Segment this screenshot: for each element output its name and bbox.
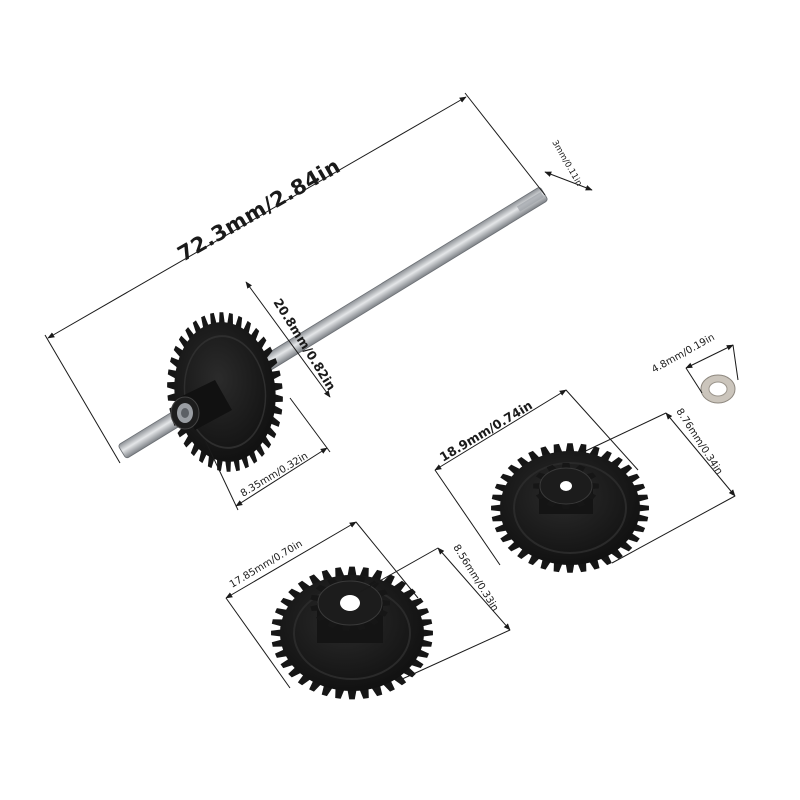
gear-hub [170,380,232,430]
right-gear-height-label: 8.76mm/0.34in [673,407,724,477]
gear-tooth [335,688,345,699]
gear-tooth [421,629,433,637]
gear-tooth [371,569,383,581]
gear-tooth [271,629,283,637]
gear-tooth [491,504,503,512]
left-gear-diameter-label: 17.85mm/0.70in [228,538,305,590]
gear-tooth [366,616,380,626]
shaft-length-label: 72.3mm/2.84in [174,154,345,267]
gear-tooth [565,563,575,573]
right-gear-diameter-label: 18.9mm/0.74in [437,397,535,464]
gear-tooth [637,504,649,512]
gear-tooth [167,393,177,402]
large-gear-width-label: 8.35mm/0.32in [239,451,310,500]
gear-tooth [553,562,563,573]
gear-tooth [347,566,357,576]
gear-tooth [167,369,178,379]
right-compound-gear [491,443,649,573]
gear-tooth [577,562,587,573]
dimension-lines [44,92,739,689]
washer [700,374,736,404]
gear-tooth [321,685,333,697]
left-gear-height-label: 8.56mm/0.33in [450,543,500,614]
gear-tooth [347,690,357,700]
gear-tooth [272,405,283,415]
gear-tooth [565,443,575,453]
washer-diameter-label: 4.8mm/0.19in [650,332,717,376]
large-spur-gear [167,312,283,472]
gear-tooth [371,685,383,697]
gear-tooth [359,567,369,578]
gear-tooth [225,459,232,472]
gear-tooth [359,688,369,699]
gear-tooth [167,381,176,390]
large-gear-diameter-label: 20.8mm/0.82in [270,296,339,393]
